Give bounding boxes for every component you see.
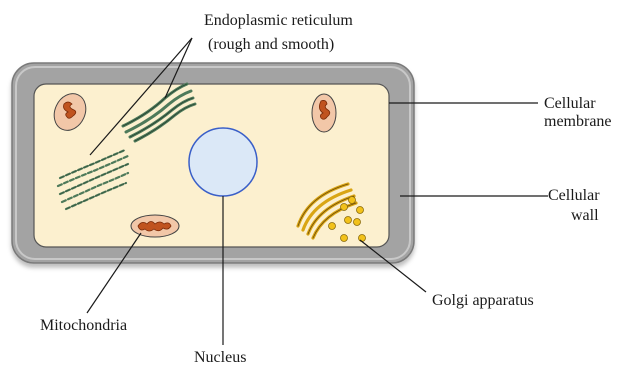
mitochondrion-top-right <box>312 94 336 132</box>
wall-label-line1: Cellular <box>548 187 600 204</box>
membrane-label-line2: membrane <box>544 113 612 130</box>
golgi-label: Golgi apparatus <box>432 292 534 309</box>
nucleus <box>189 128 257 196</box>
mitochondrion-bottom <box>131 215 179 237</box>
membrane-label-line1: Cellular <box>544 95 596 112</box>
mito-label: Mitochondria <box>40 317 127 334</box>
er-label-line1: Endoplasmic reticulum <box>204 12 353 29</box>
nucleus-label: Nucleus <box>194 349 246 366</box>
wall-label-line2: wall <box>571 207 599 224</box>
er-label-line2: (rough and smooth) <box>208 36 334 53</box>
